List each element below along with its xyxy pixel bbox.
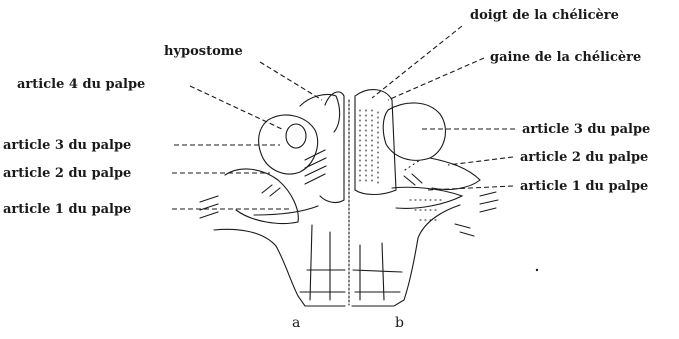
leader-hypostome	[260, 62, 322, 100]
label-left-article-2: article 2 du palpe	[3, 167, 131, 181]
leader-right-article1	[428, 186, 513, 190]
label-panel-b: b	[395, 316, 404, 330]
label-right-article-1: article 1 du palpe	[520, 180, 648, 194]
leader-right-article2	[448, 157, 513, 165]
lower-plate	[300, 270, 402, 292]
label-doigt-chelicere: doigt de la chélicère	[470, 9, 619, 23]
leader-left-article4	[190, 86, 284, 130]
left-palp-eye	[286, 124, 306, 148]
left-mandible-line	[254, 206, 318, 215]
left-palp-article4	[300, 94, 340, 132]
label-gaine-chelicere: gaine de la chélicère	[490, 51, 641, 65]
label-left-article-1: article 1 du palpe	[3, 203, 131, 217]
body-outline-right	[352, 205, 460, 306]
right-setae	[404, 174, 498, 236]
lower-lines	[310, 225, 384, 300]
label-right-article-2: article 2 du palpe	[520, 151, 648, 165]
right-palp-article1	[392, 187, 462, 208]
label-left-article-3: article 3 du palpe	[3, 139, 131, 153]
leader-gaine	[388, 58, 484, 100]
label-hypostome: hypostome	[164, 45, 243, 59]
left-hypostome	[320, 92, 344, 203]
stray-dot	[536, 269, 538, 271]
right-palp-article2	[430, 158, 480, 190]
left-setae	[200, 150, 326, 218]
label-panel-a: a	[292, 316, 300, 330]
label-left-article-4: article 4 du palpe	[17, 78, 145, 92]
right-gaine	[355, 90, 396, 195]
right-stipple	[360, 110, 445, 220]
body-outline-left	[214, 229, 345, 306]
label-right-article-3: article 3 du palpe	[522, 123, 650, 137]
left-palp-article3	[259, 115, 318, 174]
